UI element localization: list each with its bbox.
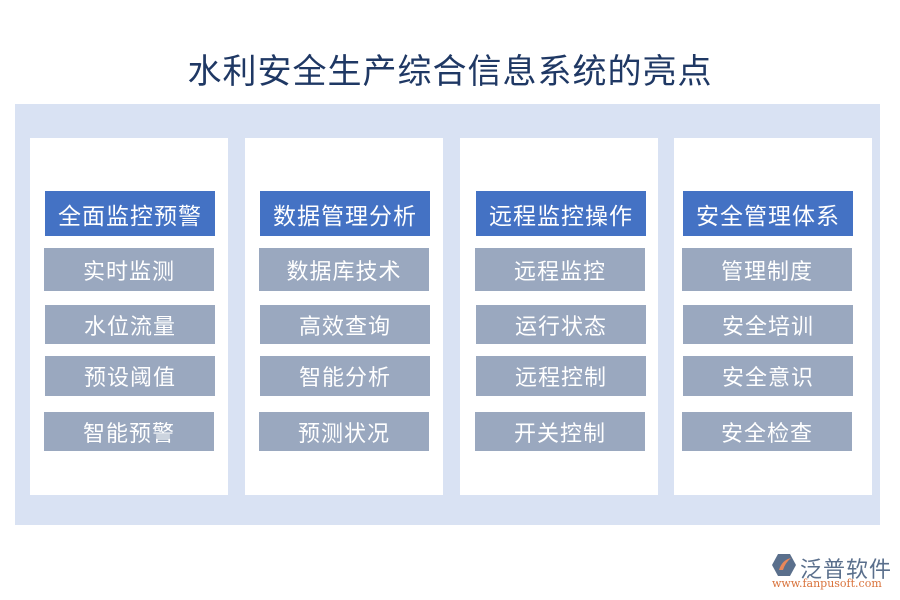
fanpu-logo-icon	[772, 554, 796, 576]
feature-item: 数据库技术	[259, 248, 429, 291]
feature-item: 运行状态	[476, 305, 646, 344]
feature-item: 管理制度	[682, 248, 852, 291]
feature-item: 安全意识	[683, 356, 853, 396]
feature-item: 远程控制	[476, 356, 646, 396]
feature-item: 高效查询	[260, 305, 430, 344]
brand-logo: 泛普软件 www.fanpusoft.com	[770, 552, 895, 594]
feature-item: 安全培训	[683, 305, 853, 344]
feature-item: 安全检查	[682, 412, 852, 451]
column-header: 远程监控操作	[476, 191, 646, 236]
feature-item: 智能预警	[44, 412, 214, 451]
page-title: 水利安全生产综合信息系统的亮点	[187, 52, 713, 92]
feature-item: 智能分析	[260, 356, 430, 396]
column-header: 安全管理体系	[683, 191, 853, 236]
feature-item: 预测状况	[259, 412, 429, 451]
feature-item: 远程监控	[475, 248, 645, 291]
logo-url: www.fanpusoft.com	[772, 577, 882, 590]
feature-item: 开关控制	[475, 412, 645, 451]
logo-name: 泛普软件	[800, 558, 893, 583]
column-header: 全面监控预警	[45, 191, 215, 236]
column-header: 数据管理分析	[260, 191, 430, 236]
feature-item: 水位流量	[45, 305, 215, 344]
feature-item: 实时监测	[44, 248, 214, 291]
feature-item: 预设阈值	[45, 356, 215, 396]
